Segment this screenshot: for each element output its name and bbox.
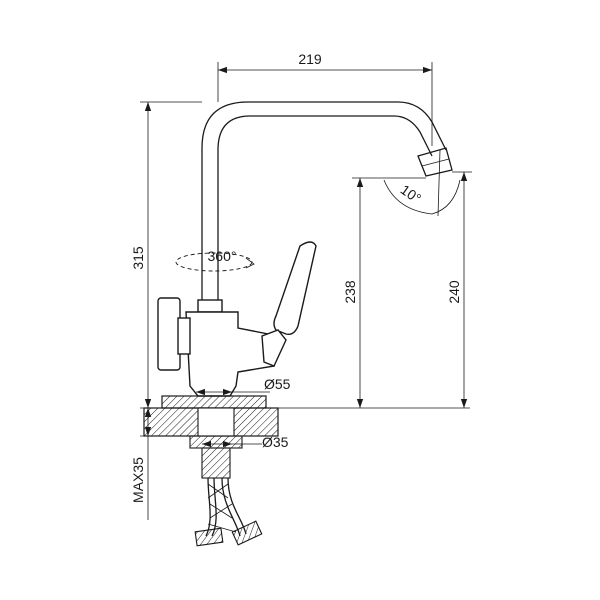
thread-diameter-label: Ø35 bbox=[262, 434, 289, 450]
left-lever bbox=[157, 297, 181, 371]
threaded-stud bbox=[201, 447, 231, 479]
mounting-nut bbox=[189, 435, 243, 449]
spout-angle-arc bbox=[383, 179, 461, 215]
right-lever-base bbox=[261, 329, 287, 367]
left-lever-neck bbox=[177, 317, 191, 355]
spout-height-label: 238 bbox=[342, 280, 358, 304]
hose-fitting-right bbox=[231, 520, 263, 546]
base-flange bbox=[161, 395, 267, 409]
supply-hoses bbox=[194, 477, 263, 547]
spout-outer-edge bbox=[201, 101, 447, 300]
max-countertop-label: MAX35 bbox=[130, 457, 146, 503]
faucet-body bbox=[185, 311, 275, 397]
right-lever-handle bbox=[273, 241, 317, 336]
faucet-outline bbox=[143, 101, 453, 547]
dimension-lines bbox=[140, 62, 472, 520]
rotation-label: 360° bbox=[208, 248, 237, 264]
spout-inner-edge bbox=[217, 115, 433, 300]
aerator-line bbox=[421, 158, 450, 167]
total-height-label: 315 bbox=[130, 246, 146, 270]
reach-label: 219 bbox=[298, 51, 322, 67]
mounting-shank bbox=[197, 407, 235, 437]
outlet-height-label: 240 bbox=[446, 280, 462, 304]
swivel-collar bbox=[197, 299, 223, 313]
hose-fitting-left bbox=[194, 527, 224, 547]
spout-aerator bbox=[417, 147, 453, 177]
base-diameter-label: Ø55 bbox=[264, 376, 291, 392]
